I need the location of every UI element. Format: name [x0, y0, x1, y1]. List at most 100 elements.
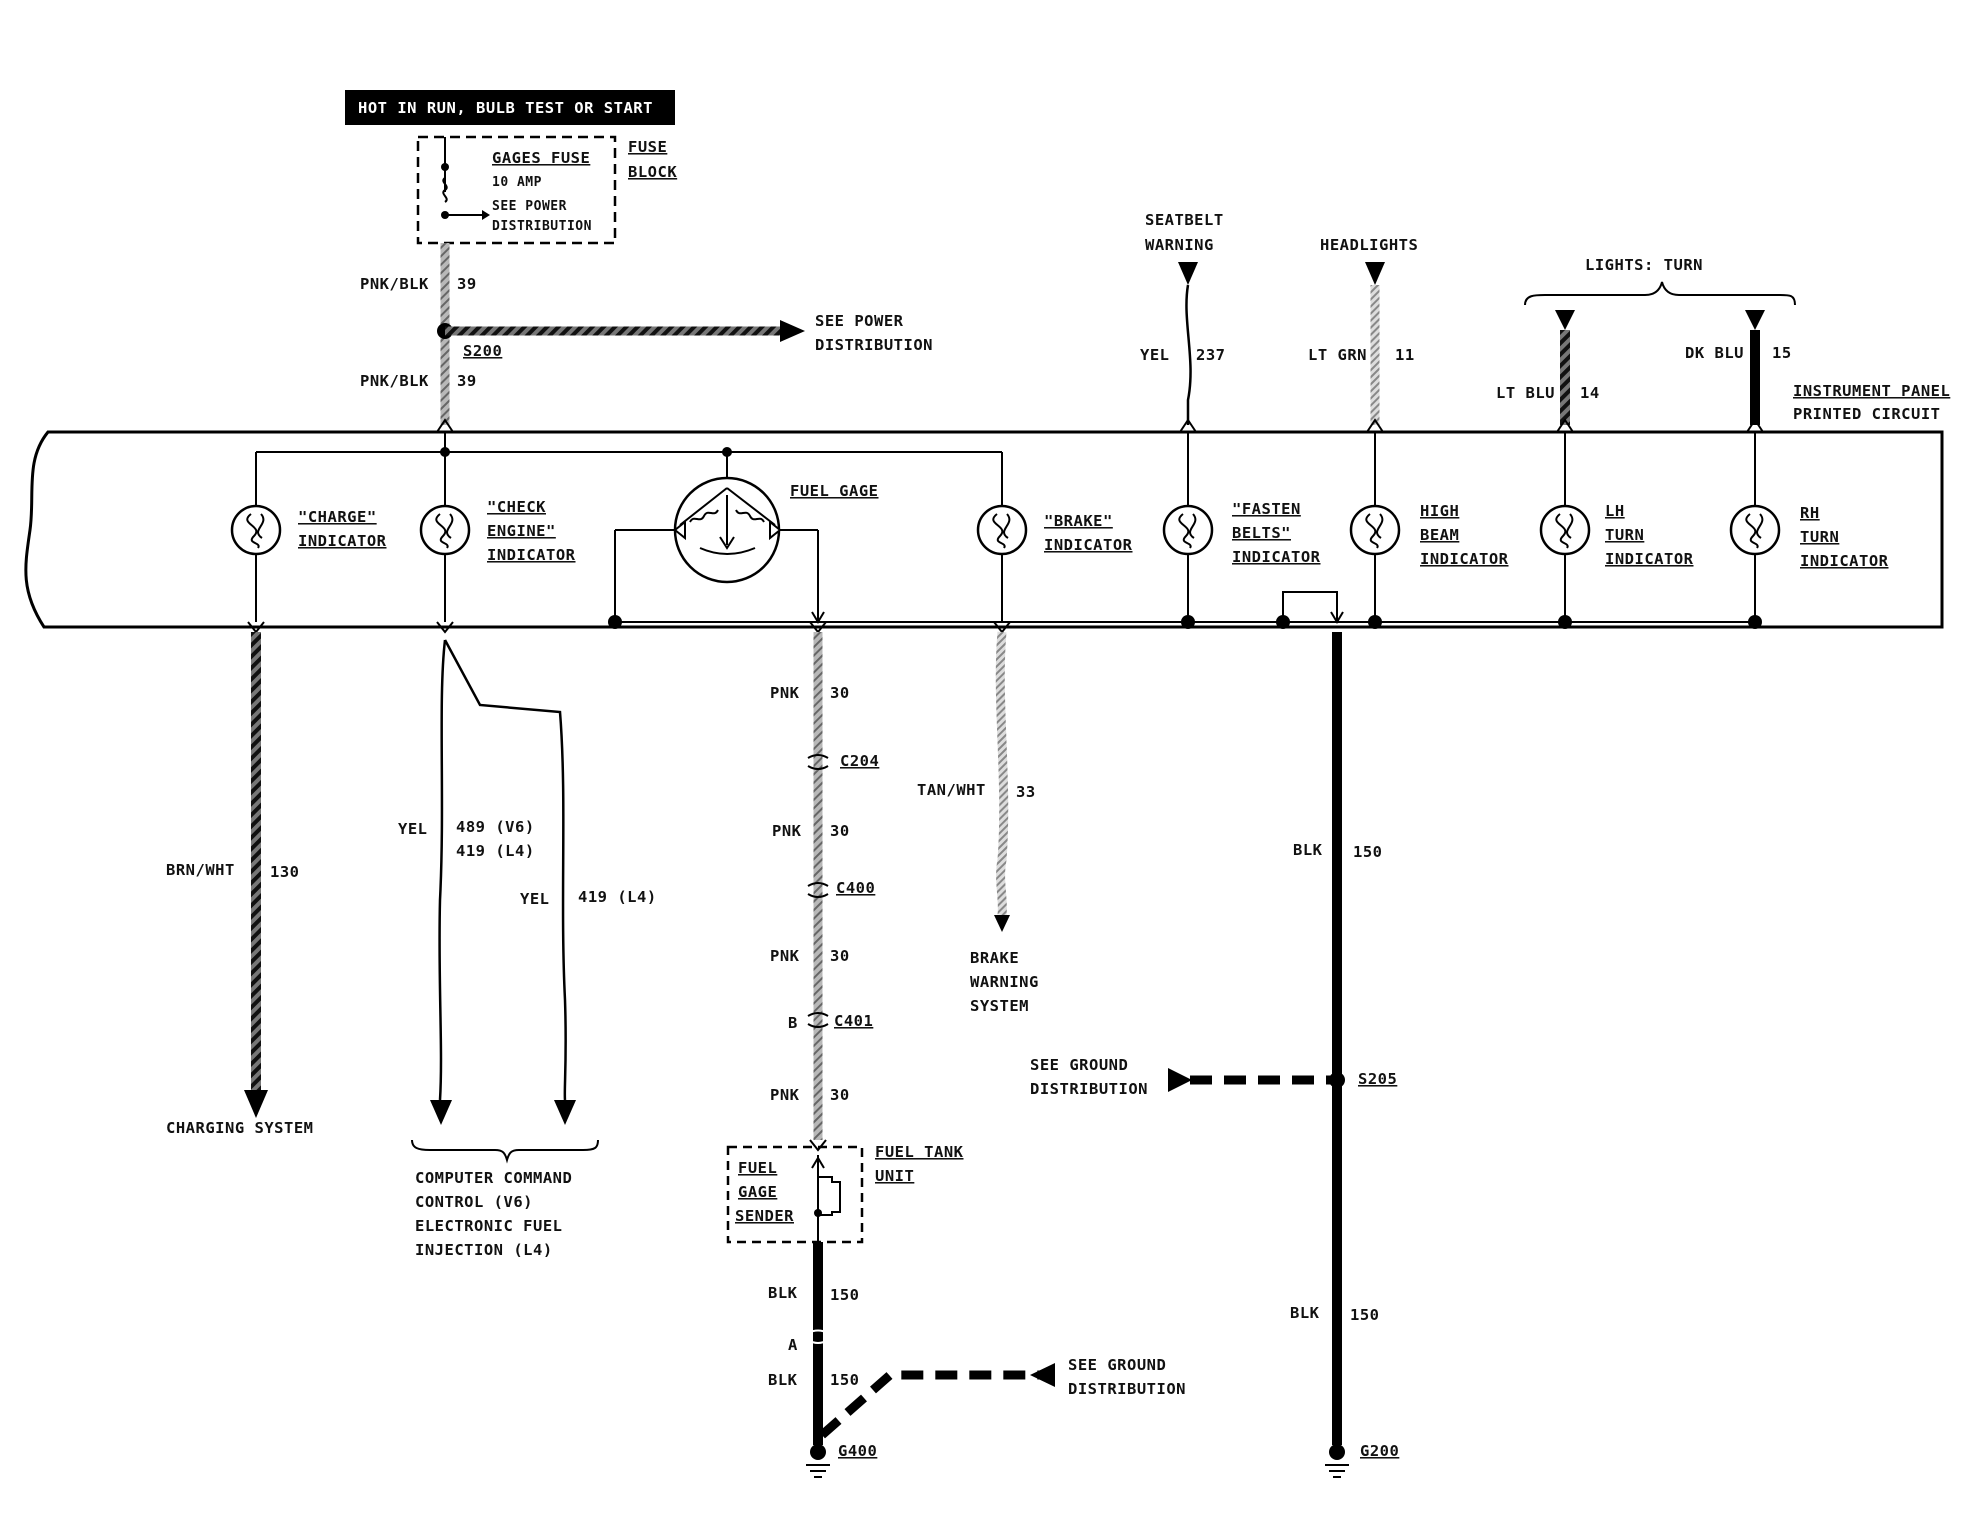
g200-ground-symbol — [1325, 1464, 1349, 1478]
see-ground-2b: DISTRIBUTION — [1030, 1080, 1148, 1098]
seatbelt-color: YEL — [1140, 346, 1170, 364]
fuel-gage-arrow-icon — [811, 611, 825, 624]
headlights-color: LT GRN — [1308, 346, 1367, 364]
rh-ground-node — [1748, 615, 1762, 629]
yel2-color: YEL — [520, 890, 550, 908]
fuse-arrow-icon — [482, 210, 490, 220]
g400-ground-symbol — [806, 1464, 830, 1478]
conn-c401: C401 — [834, 1012, 873, 1030]
fasten-label-1: "FASTEN — [1232, 500, 1301, 518]
g400-label: G400 — [838, 1442, 877, 1460]
fuse-note-2: DISTRIBUTION — [492, 219, 592, 234]
highbeam-label-1: HIGH — [1420, 502, 1459, 520]
highbeam-label-2: BEAM — [1420, 526, 1459, 544]
fuel-circuit-1: 30 — [830, 684, 850, 702]
rh-label-2: TURN — [1800, 528, 1839, 546]
yel-connector-icon — [436, 621, 454, 634]
feed-circuit-bottom: 39 — [457, 372, 477, 390]
brake-arrow-icon — [994, 915, 1010, 932]
rh-label-1: RH — [1800, 504, 1820, 522]
lh-turn-color: LT BLU — [1496, 384, 1555, 402]
see-ground-1-arrow-icon — [1030, 1363, 1055, 1387]
check-label-3: INDICATOR — [487, 546, 576, 564]
charge-wire-circuit: 130 — [270, 863, 300, 881]
ccc-label-4: INJECTION (L4) — [415, 1241, 553, 1259]
ccc-label-2: CONTROL (V6) — [415, 1193, 533, 1211]
g400-ground-dash-wire — [819, 1370, 1040, 1439]
fuse-block-label-1: FUSE — [628, 138, 667, 156]
fuel-color-1: PNK — [770, 684, 800, 702]
fuel-gage-coil-icon — [679, 487, 776, 555]
highbeam-ground-node — [1368, 615, 1382, 629]
s205-label: S205 — [1358, 1070, 1397, 1088]
instrument-panel-outline — [24, 430, 1944, 629]
fuel-gage-label: FUEL GAGE — [790, 482, 879, 500]
lh-turn-connector-icon — [1556, 418, 1574, 433]
check-engine-bulb-icon — [419, 504, 471, 556]
headlights-circuit: 11 — [1395, 346, 1415, 364]
seatbelt-label-2: WARNING — [1145, 236, 1214, 254]
sender-arrow-icon — [811, 1156, 825, 1169]
see-ground-1a: SEE GROUND — [1068, 1356, 1166, 1374]
yel-branch-wire — [443, 639, 567, 1101]
seatbelt-connector-icon — [1179, 418, 1197, 433]
blk-color-1: BLK — [1293, 841, 1323, 859]
fuel-sender-box — [726, 1145, 864, 1244]
rh-turn-arrow-icon — [1745, 310, 1765, 330]
fuel-color-3: PNK — [770, 947, 800, 965]
brake-wire-33 — [995, 631, 1009, 916]
tank-label-2: UNIT — [875, 1167, 914, 1185]
yel1-color: YEL — [398, 820, 428, 838]
panel-label-2: PRINTED CIRCUIT — [1793, 405, 1940, 423]
ccc-label-1: COMPUTER COMMAND — [415, 1169, 572, 1187]
feed-color-top: PNK/BLK — [360, 275, 429, 293]
fuel-circuit-4: 30 — [830, 1086, 850, 1104]
lh-turn-circuit: 14 — [1580, 384, 1600, 402]
gnd-color-1: BLK — [768, 1284, 798, 1302]
seatbelt-circuit: 237 — [1196, 346, 1226, 364]
brake-wire-circuit: 33 — [1016, 783, 1036, 801]
power-condition-banner — [345, 90, 675, 125]
brake-wire-color: TAN/WHT — [917, 781, 986, 799]
gnd-circuit-1: 150 — [830, 1286, 860, 1304]
lh-label-2: TURN — [1605, 526, 1644, 544]
sender-label-2: GAGE — [738, 1183, 777, 1201]
fuse-name: GAGES FUSE — [492, 149, 590, 167]
sender-label-3: SENDER — [735, 1207, 794, 1225]
brake-sys-2: WARNING — [970, 973, 1039, 991]
see-ground-2-arrow-icon — [1168, 1068, 1192, 1092]
ground-jumper-wire — [1282, 591, 1338, 622]
check-label-2: ENGINE" — [487, 522, 556, 540]
charging-system-label: CHARGING SYSTEM — [166, 1119, 313, 1137]
charge-label-1: "CHARGE" — [298, 508, 377, 526]
gnd-circuit-2: 150 — [830, 1371, 860, 1389]
yel1-arrow-icon — [430, 1100, 452, 1125]
fuel-color-2: PNK — [772, 822, 802, 840]
brake-sys-1: BRAKE — [970, 949, 1019, 967]
fuse-block-label-2: BLOCK — [628, 163, 677, 181]
lh-label-3: INDICATOR — [1605, 550, 1694, 568]
lh-turn-bulb-icon — [1539, 504, 1591, 556]
rh-turn-connector-icon — [1746, 418, 1764, 433]
tank-label-1: FUEL TANK — [875, 1143, 964, 1161]
blk-color-2: BLK — [1290, 1304, 1320, 1322]
lh-label-1: LH — [1605, 502, 1625, 520]
sender-resistor-icon — [818, 1176, 841, 1216]
yel2-circuit: 419 (L4) — [578, 888, 657, 906]
sender-wiper-node — [814, 1209, 822, 1217]
power-condition-label: HOT IN RUN, BULB TEST OR START — [358, 99, 653, 117]
g200-label: G200 — [1360, 1442, 1399, 1460]
g400-ground-icon — [810, 1444, 826, 1460]
c400-connector-icon — [807, 882, 829, 898]
splice-s200: S200 — [463, 342, 502, 360]
see-ground-1b: DISTRIBUTION — [1068, 1380, 1186, 1398]
fasten-ground-node — [1181, 615, 1195, 629]
s205-splice-dot — [1329, 1072, 1345, 1088]
fuse-element-icon — [442, 177, 448, 203]
fuse-rating: 10 AMP — [492, 175, 542, 190]
seatbelt-label-1: SEATBELT — [1145, 211, 1224, 229]
panel-label-1: INSTRUMENT PANEL — [1793, 382, 1950, 400]
ccc-label-3: ELECTRONIC FUEL — [415, 1217, 562, 1235]
charge-arrow-icon — [244, 1090, 268, 1118]
